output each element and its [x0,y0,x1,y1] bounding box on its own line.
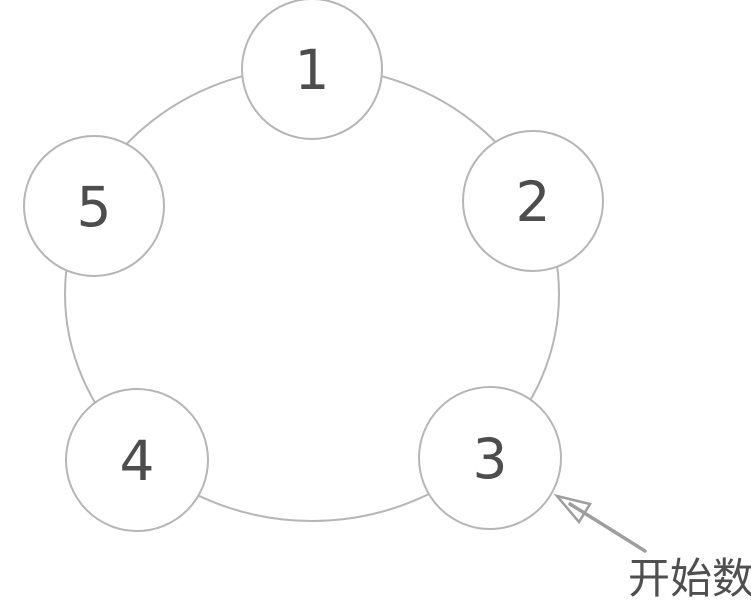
start-arrow [553,493,647,553]
node-1: 1 [241,0,383,140]
node-4-label: 4 [120,429,155,493]
node-3: 3 [418,386,562,530]
node-5-label: 5 [77,175,112,239]
node-2-circle [462,130,604,272]
node-2: 2 [462,130,604,272]
node-4-circle [65,388,209,532]
node-1-circle [241,0,383,140]
node-5-circle [23,135,165,277]
node-5: 5 [23,135,165,277]
node-3-circle [418,386,562,530]
start-arrow-head-icon [553,493,592,525]
annotation-label: 开始数 [628,554,751,603]
node-2-label: 2 [516,170,551,234]
node-3-label: 3 [473,427,508,491]
start-arrow-shaft [568,502,647,553]
node-4: 4 [65,388,209,532]
node-1-label: 1 [295,38,330,102]
